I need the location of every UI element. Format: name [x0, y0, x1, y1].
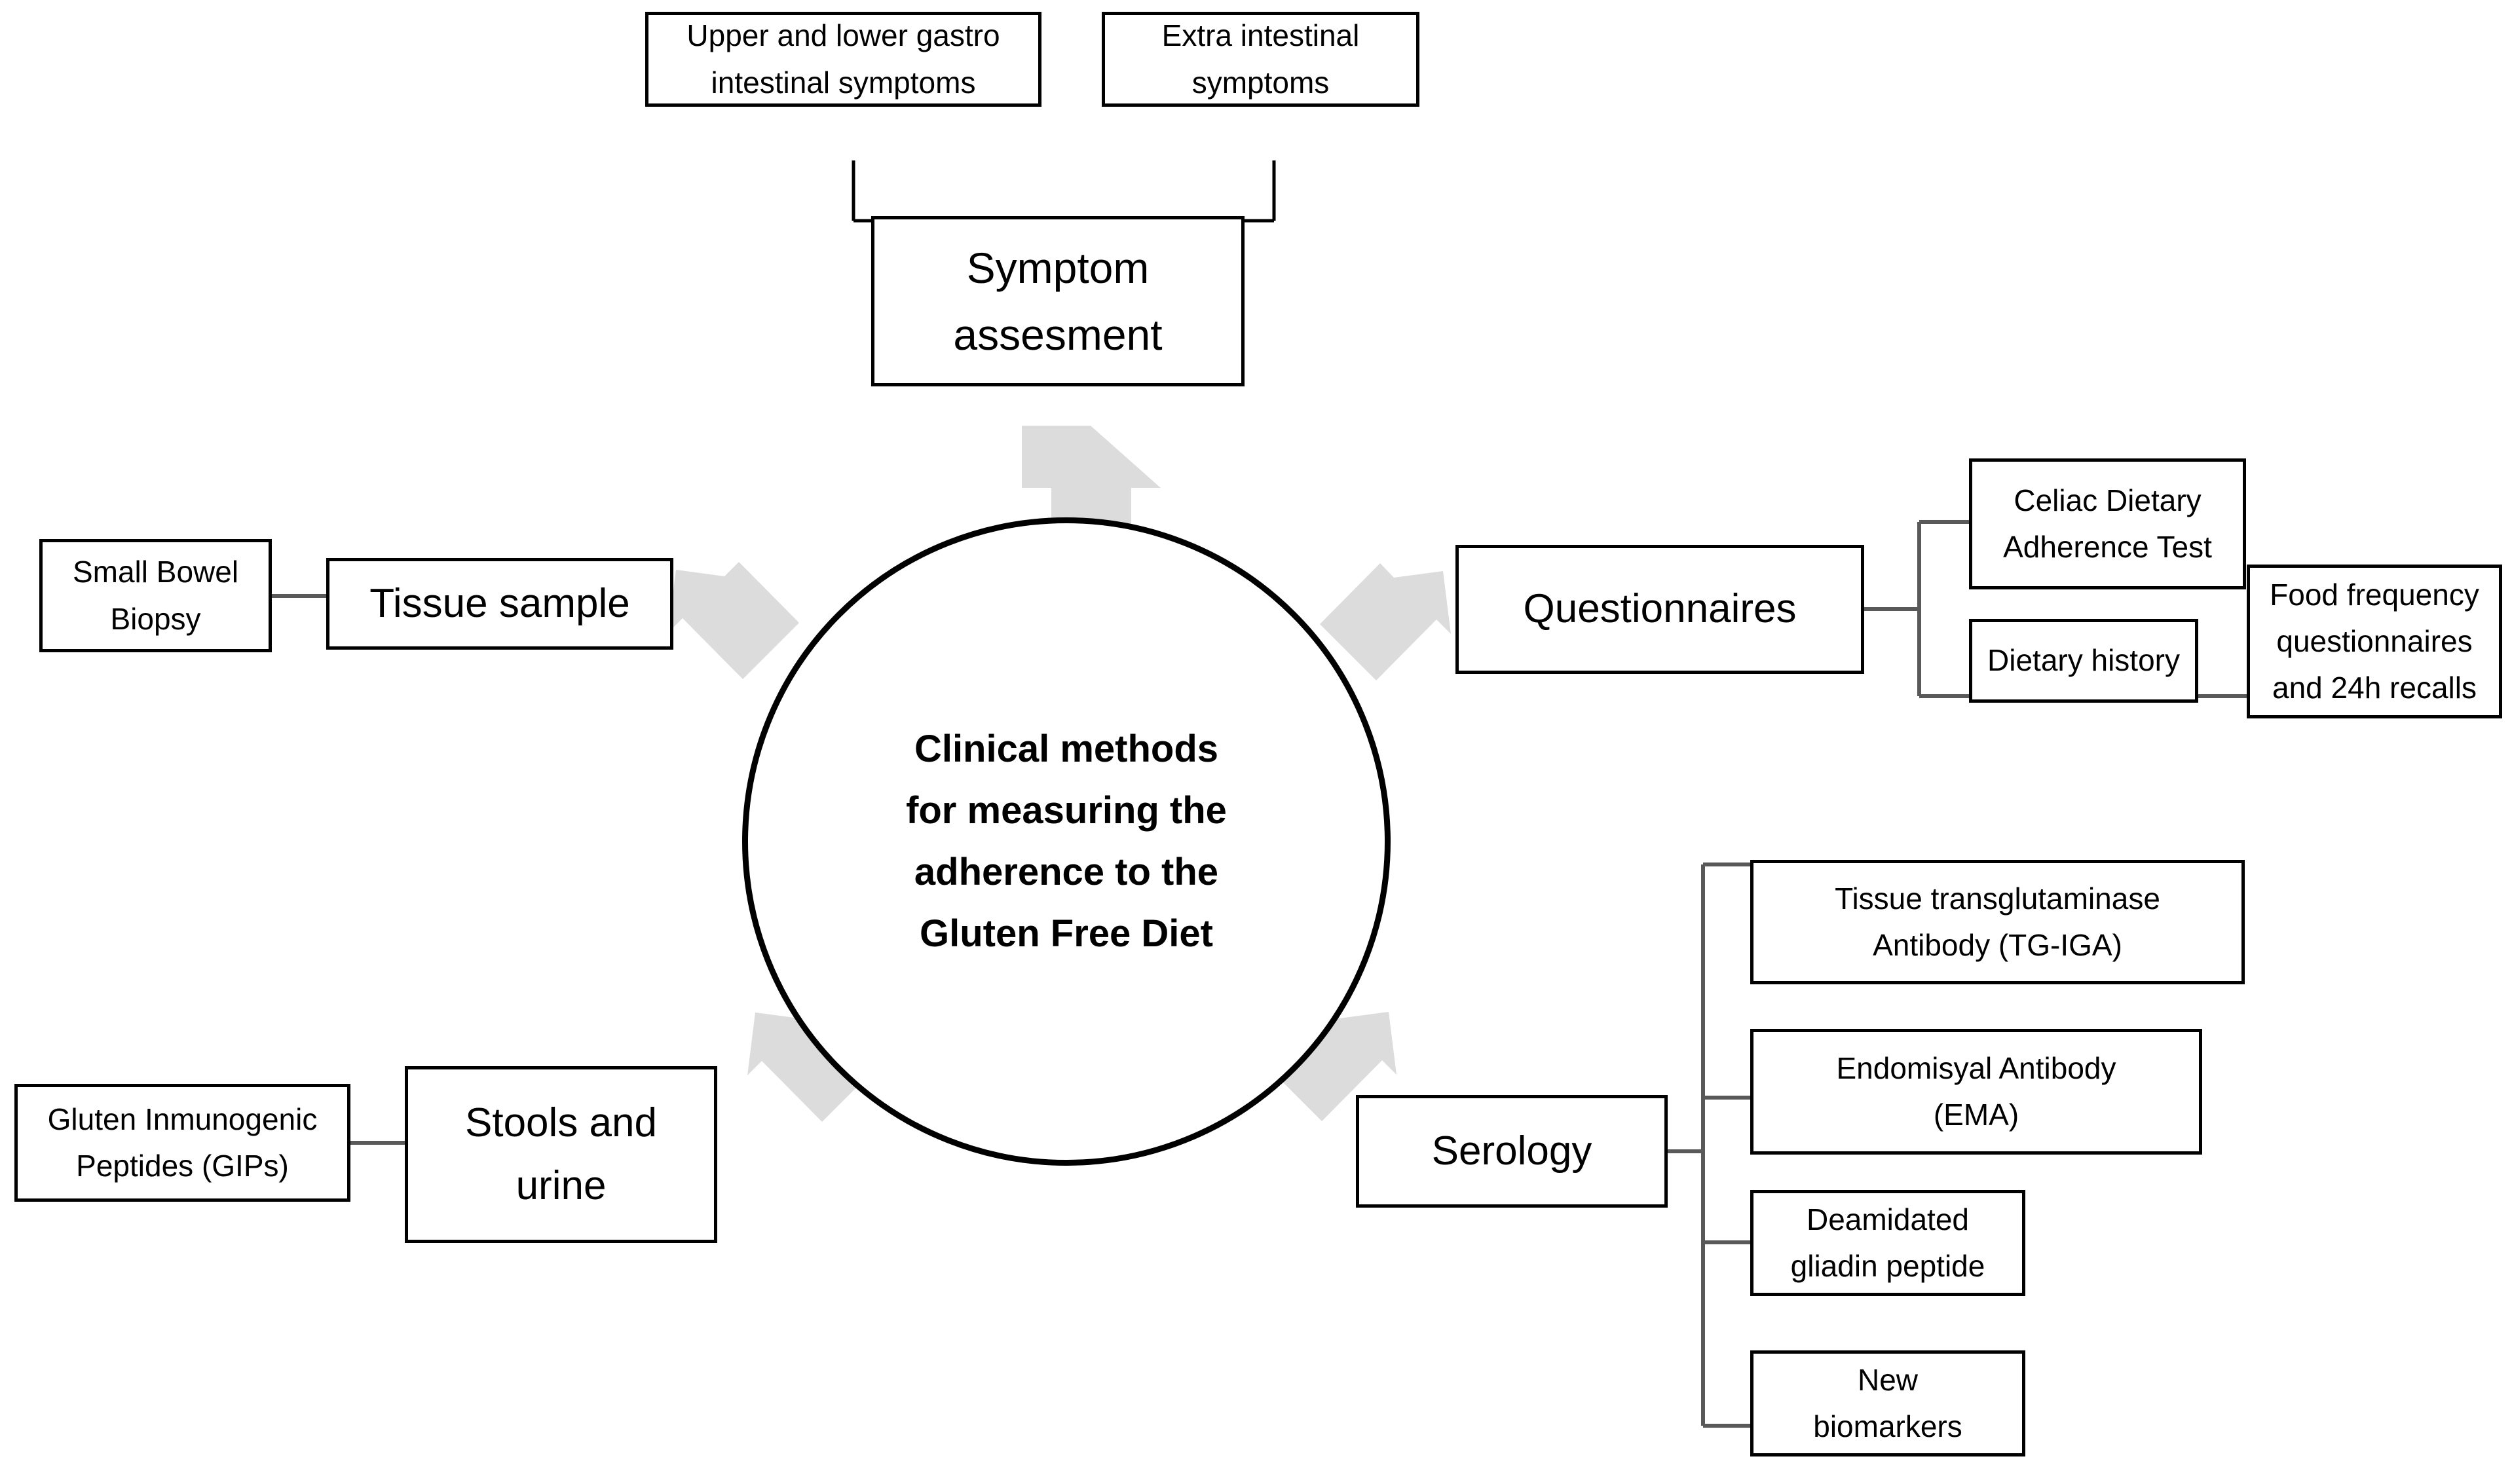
upper-lower-gi-line1: Upper and lower gastro [686, 18, 1000, 53]
celiac-test-line2: Adherence Test [2003, 530, 2212, 564]
node-stools-and-urine[interactable]: Stools and urine [405, 1066, 717, 1243]
celiac-test-line1: Celiac Dietary [2014, 483, 2202, 517]
center-line3: adherence to the [914, 851, 1219, 893]
ttg-line2: Antibody (TG-IGA) [1873, 928, 2122, 962]
node-dietary-history[interactable]: Dietary history [1969, 619, 2198, 703]
symptom-line1: Symptom [966, 243, 1150, 292]
symptom-line2: assesment [953, 310, 1163, 359]
node-endomisyal-antibody[interactable]: Endomisyal Antibody (EMA) [1750, 1029, 2202, 1155]
serology-label: Serology [1431, 1128, 1592, 1174]
node-gluten-inmunogenic-peptides[interactable]: Gluten Inmunogenic Peptides (GIPs) [14, 1084, 350, 1202]
food-freq-line3: and 24h recalls [2272, 671, 2477, 705]
node-questionnaires[interactable]: Questionnaires [1455, 545, 1864, 674]
arrow-upper-right-icon [1320, 563, 1451, 680]
small-bowel-line1: Small Bowel [72, 555, 239, 589]
extra-intestinal-line1: Extra intestinal [1161, 18, 1360, 53]
extra-intestinal-line2: symptoms [1191, 65, 1330, 100]
dgp-line1: Deamidated [1806, 1202, 1970, 1236]
node-tissue-transglutaminase-antibody[interactable]: Tissue transglutaminase Antibody (TG-IGA… [1750, 860, 2245, 984]
node-celiac-dietary-adherence-test[interactable]: Celiac Dietary Adherence Test [1969, 458, 2246, 589]
ttg-line1: Tissue transglutaminase [1835, 881, 2160, 916]
tissue-sample-label: Tissue sample [369, 580, 630, 626]
ema-line1: Endomisyal Antibody [1836, 1050, 2116, 1085]
node-tissue-sample[interactable]: Tissue sample [326, 558, 673, 650]
node-extra-intestinal-symptoms[interactable]: Extra intestinal symptoms [1102, 12, 1419, 107]
node-symptom-assesment[interactable]: Symptom assesment [871, 216, 1245, 386]
dietary-history-label: Dietary history [1987, 643, 2180, 678]
dgp-line2: gliadin peptide [1790, 1249, 1985, 1283]
node-new-biomarkers[interactable]: New biomarkers [1750, 1350, 2025, 1456]
newbio-line2: biomarkers [1813, 1409, 1962, 1443]
center-line1: Clinical methods [914, 728, 1219, 771]
node-small-bowel-biopsy[interactable]: Small Bowel Biopsy [39, 539, 272, 652]
ema-line2: (EMA) [1933, 1098, 2019, 1132]
node-food-frequency-questionnaires[interactable]: Food frequency questionnaires and 24h re… [2247, 565, 2502, 718]
small-bowel-line2: Biopsy [110, 601, 201, 636]
gips-line2: Peptides (GIPs) [76, 1149, 289, 1183]
center-circle-node: Clinical methods for measuring the adher… [742, 517, 1391, 1166]
food-freq-line2: questionnaires [2276, 623, 2473, 658]
upper-lower-gi-line2: intestinal symptoms [711, 65, 976, 100]
connector-questionnaires-bracket [1864, 520, 2247, 698]
node-deamidated-gliadin-peptide[interactable]: Deamidated gliadin peptide [1750, 1190, 2025, 1296]
newbio-line1: New [1857, 1362, 1919, 1397]
connector-serology-bracket [1668, 863, 1750, 1428]
arrow-upper-left-icon [668, 562, 799, 679]
questionnaires-label: Questionnaires [1523, 586, 1797, 632]
stools-line1: Stools and [465, 1100, 657, 1145]
node-serology[interactable]: Serology [1356, 1095, 1668, 1208]
stools-line2: urine [516, 1163, 607, 1208]
gips-line1: Gluten Inmunogenic [47, 1102, 318, 1136]
center-line4: Gluten Free Diet [920, 912, 1213, 955]
node-upper-lower-gi-symptoms[interactable]: Upper and lower gastro intestinal sympto… [645, 12, 1041, 107]
food-freq-line1: Food frequency [2270, 577, 2479, 612]
center-line2: for measuring the [906, 789, 1227, 832]
